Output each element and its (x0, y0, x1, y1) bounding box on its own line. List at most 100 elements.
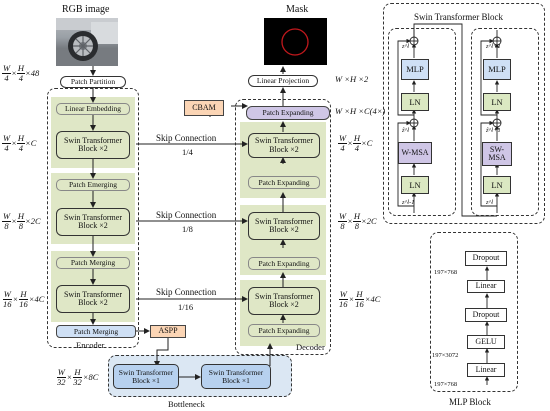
z-label-right-l: z^l (486, 199, 494, 206)
patch-partition-box: Patch Partition (60, 76, 126, 88)
z-label-right-hat: ẑ^l+1 (486, 127, 501, 134)
patch-expanding-box-1: Patch Expanding (248, 176, 320, 189)
dim-den: 8 (340, 220, 345, 231)
dim-suffix: ×C (360, 138, 373, 148)
dim-den: 32 (73, 376, 82, 387)
dim-den: 4 (18, 72, 24, 83)
skip-scale-1-16: 1/16 (178, 302, 194, 312)
dim-whc4: W ×H ×C(4×) (335, 106, 386, 116)
mlp-linear-top: Linear (467, 280, 505, 293)
swin-label-line2: Block ×2 (78, 144, 108, 153)
dim-den: 16 (355, 298, 364, 309)
dim-num: W (338, 211, 348, 222)
aspp-label: ASPP (158, 326, 178, 336)
patch-expanding-label: Patch Expanding (258, 258, 310, 268)
dim-den: 4 (4, 72, 9, 83)
mlp-block-title: MLP Block (449, 397, 491, 407)
dim-suffix: ×2C (360, 216, 377, 226)
z-label-l1: z^l-1 (402, 199, 415, 206)
dim-num: W (2, 63, 12, 74)
swin-block-panel (383, 3, 545, 224)
dim-suffix: ×4C (28, 294, 45, 304)
dim-num: W (2, 133, 12, 144)
cbam-label: CBAM (192, 102, 216, 112)
dim-num: W (2, 211, 12, 222)
decoder-label: Decoder (296, 342, 325, 352)
mask-image (264, 18, 327, 65)
dim-den: 4 (4, 142, 9, 153)
swin-right-ln-2: LN (483, 176, 511, 194)
patch-expanding-box-top: Patch Expanding (246, 106, 330, 120)
swin-x1-line1: Swin Transformer (208, 367, 264, 377)
swin-left-ln-2: LN (401, 176, 429, 194)
swin-x1-line1: Swin Transformer (118, 367, 174, 377)
dropout-label: Dropout (472, 309, 500, 319)
z-label-hat: ẑ^l (402, 127, 410, 134)
swin-label-line2: Block ×2 (269, 144, 299, 154)
mlp-block-panel (430, 232, 518, 392)
mlp-dropout-top: Dropout (465, 251, 507, 266)
skip-connection-label-2: Skip Connection (156, 210, 217, 220)
skip-scale-1-4: 1/4 (182, 147, 193, 157)
patch-merging-box-2: Patch Merging (56, 325, 136, 338)
z-label-right-top: z^l+1 (486, 43, 501, 50)
ln-label: LN (491, 96, 503, 107)
mlp-dim-1: 197×768 (434, 269, 458, 276)
dim-num: H (355, 289, 364, 300)
swin-label-line1: Swin Transformer (63, 289, 122, 299)
mlp-linear-bottom: Linear (467, 363, 505, 377)
linear-projection-box: Linear Projection (248, 75, 318, 87)
mlp-dropout-mid: Dropout (465, 308, 507, 322)
dim-den: 16 (3, 298, 12, 309)
swin-label-line1: Swin Transformer (254, 136, 313, 146)
patch-merging-box-1: Patch Merging (56, 257, 130, 269)
swin-block-title: Swin Transformer Block (414, 12, 504, 22)
patch-partition-label: Patch Partition (70, 77, 116, 87)
swin-label-line2: Block ×2 (269, 300, 299, 309)
swin-label-line2: Block ×2 (78, 221, 108, 230)
mlp-label: MLP (406, 64, 424, 75)
sw-msa-label-2: MSA (488, 153, 506, 162)
cbam-box: CBAM (184, 100, 224, 116)
dim-num: H (73, 367, 82, 378)
swin-label-line2: Block ×2 (269, 225, 299, 234)
patch-expanding-label: Patch Expanding (258, 177, 310, 187)
dim-num: W (338, 289, 348, 300)
dropout-label: Dropout (472, 253, 500, 263)
mlp-gelu: GELU (467, 335, 505, 349)
linear-label: Linear (475, 364, 497, 374)
swin-label-line1: Swin Transformer (254, 216, 313, 226)
ln-label: LN (409, 96, 421, 107)
swin-label-line1: Swin Transformer (254, 291, 313, 301)
swin-sub-left (388, 28, 456, 216)
dim-num: H (352, 211, 361, 222)
dim-den: 8 (18, 220, 24, 231)
dim-den: 8 (354, 220, 360, 231)
dim-den: 32 (57, 376, 66, 387)
linear-embedding-label: Linear Embedding (64, 104, 122, 114)
patch-expanding-box-3: Patch Expanding (248, 324, 320, 337)
dim-num: H (352, 133, 361, 144)
mlp-dim-3: 197×768 (434, 381, 458, 388)
sw-msa-label-1: SW- (489, 144, 505, 154)
swin-right-swmsa: SW-MSA (482, 142, 512, 166)
dim-num: W (338, 133, 348, 144)
gelu-label: GELU (475, 336, 497, 346)
dim-suffix: ×2C (24, 216, 41, 226)
bottleneck-label: Bottleneck (168, 399, 205, 409)
patch-expanding-label: Patch Expanding (258, 325, 310, 335)
linear-label: Linear (475, 281, 497, 291)
ln-label: LN (491, 179, 503, 190)
swin-right-mlp: MLP (483, 59, 511, 80)
dim-den: 16 (339, 298, 348, 309)
mlp-label: MLP (488, 64, 506, 75)
swin-left-wmsa: W-MSA (398, 142, 432, 164)
swin-label-line1: Swin Transformer (63, 135, 122, 145)
rgb-image-label: RGB image (62, 4, 110, 15)
